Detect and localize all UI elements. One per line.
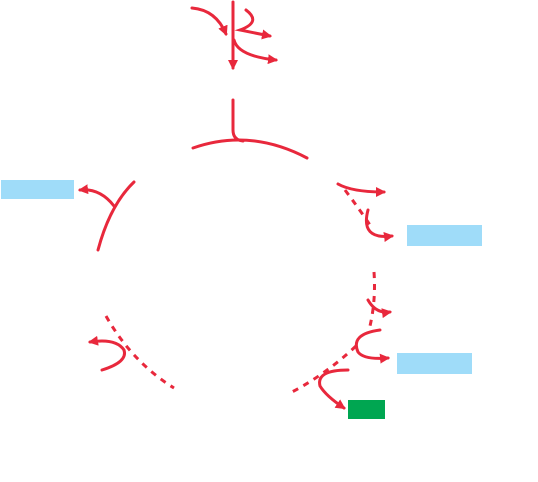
cycle-arc-left: [96, 180, 136, 252]
side-arrow-right-middle-out: [366, 298, 392, 319]
cycle-arc-right-dashed: [368, 271, 376, 327]
side-arrow-right-middle-return: [354, 328, 390, 364]
input-curved-arrow-left: [190, 6, 228, 36]
output-curved-arrow-upper: [234, 8, 272, 40]
side-arrow-left-upper: [78, 184, 116, 208]
cycle-arc-top: [191, 138, 309, 160]
cycle-arc-right-upper-dashed: [343, 189, 374, 229]
product-box: [348, 400, 385, 419]
label-box-right-top: [407, 225, 482, 246]
side-arrow-left-lower: [88, 335, 127, 372]
output-curved-arrow-lower: [232, 38, 278, 65]
side-arrow-right-upper-return: [365, 208, 394, 242]
cycle-entry-connector: [231, 98, 245, 143]
side-arrow-product: [318, 368, 350, 410]
side-arrow-right-upper-out: [336, 182, 386, 197]
input-arrow-group: [190, 0, 278, 70]
label-box-left: [1, 180, 74, 199]
label-box-right-middle: [397, 353, 472, 374]
cycle-arc-bottom-right-dashed: [287, 344, 358, 396]
cycle-arc-bottom-left-dashed: [104, 315, 175, 390]
